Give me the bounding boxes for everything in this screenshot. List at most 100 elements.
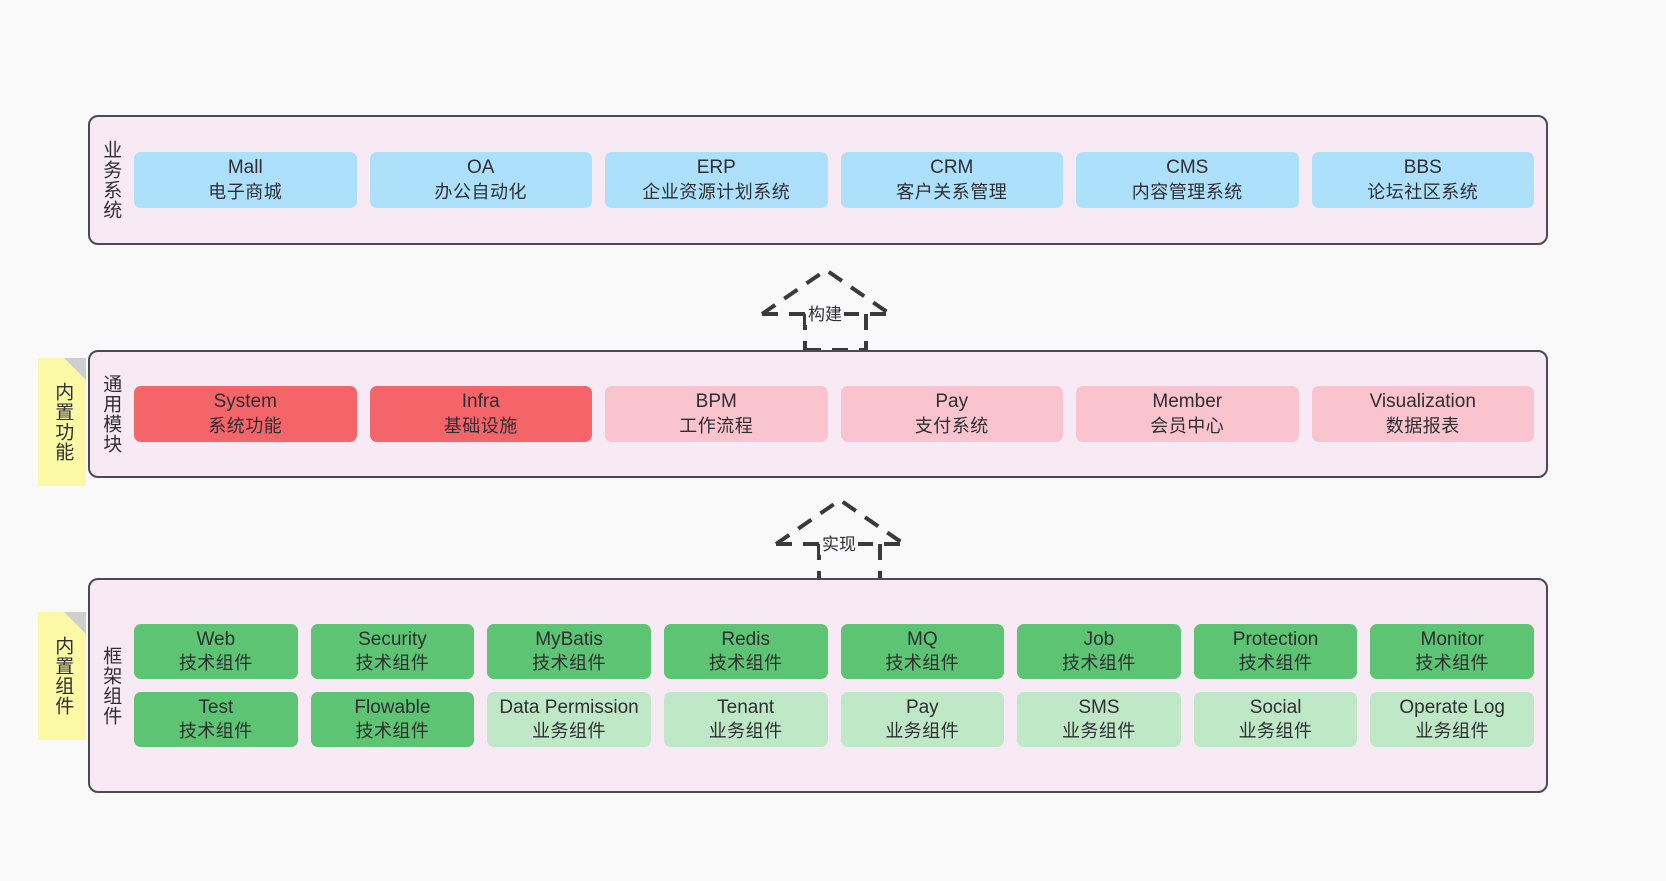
card-data-permission[interactable]: Data Permission 业务组件	[487, 692, 651, 748]
card-mybatis[interactable]: MyBatis 技术组件	[487, 623, 651, 679]
card-test[interactable]: Test 技术组件	[134, 692, 298, 748]
card-subtitle: 支付系统	[914, 415, 989, 436]
card-grid-framework-component: Web 技术组件 Security 技术组件 MyBatis 技术组件 Redi…	[130, 580, 1546, 791]
card-web[interactable]: Web 技术组件	[134, 623, 298, 679]
card-grid-common-module: System 系统功能 Infra 基础设施 BPM 工作流程 Pay 支付系统…	[130, 352, 1546, 476]
card-subtitle: 技术组件	[178, 652, 253, 673]
sticky-note-label: 内置组件	[52, 636, 74, 716]
card-crm[interactable]: CRM 客户关系管理	[840, 152, 1063, 208]
card-subtitle: 基础设施	[443, 415, 518, 436]
card-subtitle: 工作流程	[679, 415, 754, 436]
card-title: ERP	[696, 157, 736, 179]
card-title: Redis	[721, 628, 770, 650]
card-redis[interactable]: Redis 技术组件	[663, 623, 828, 679]
card-bpm[interactable]: BPM 工作流程	[605, 386, 828, 442]
card-security[interactable]: Security 技术组件	[310, 623, 475, 679]
card-subtitle: 技术组件	[1238, 652, 1313, 673]
card-sms[interactable]: SMS 业务组件	[1017, 692, 1181, 748]
card-title: CMS	[1166, 157, 1209, 179]
card-subtitle: 电子商城	[208, 181, 283, 202]
card-title: Monitor	[1420, 628, 1484, 650]
card-protection[interactable]: Protection 技术组件	[1193, 623, 1358, 679]
card-pay-component[interactable]: Pay 业务组件	[840, 692, 1005, 748]
card-job[interactable]: Job 技术组件	[1017, 623, 1181, 679]
card-title: Job	[1083, 628, 1115, 650]
card-monitor[interactable]: Monitor 技术组件	[1370, 623, 1534, 679]
card-title: System	[213, 391, 277, 413]
folded-corner-icon	[64, 358, 86, 380]
card-social[interactable]: Social 业务组件	[1193, 692, 1358, 748]
connector-label-build: 构建	[806, 300, 844, 325]
card-subtitle: 业务组件	[708, 721, 783, 742]
card-title: OA	[467, 157, 495, 179]
card-subtitle: 业务组件	[1415, 721, 1490, 742]
card-bbs[interactable]: BBS 论坛社区系统	[1311, 152, 1534, 208]
sticky-note-label: 内置功能	[52, 382, 74, 462]
layer-business-system: 业务系统 Mall 电子商城 OA 办公自动化 ERP 企业资源计划系统 CRM…	[88, 115, 1548, 245]
card-row: System 系统功能 Infra 基础设施 BPM 工作流程 Pay 支付系统…	[134, 386, 1534, 442]
layer-title-business-system: 业务系统	[100, 140, 122, 220]
card-cms[interactable]: CMS 内容管理系统	[1076, 152, 1299, 208]
card-title: Tenant	[717, 697, 775, 718]
card-subtitle: 会员中心	[1150, 415, 1225, 436]
card-title: Protection	[1232, 628, 1319, 650]
card-infra[interactable]: Infra 基础设施	[369, 386, 592, 442]
card-title: Member	[1152, 391, 1223, 413]
card-operate-log[interactable]: Operate Log 业务组件	[1370, 692, 1534, 748]
card-title: MQ	[907, 628, 938, 650]
card-tenant[interactable]: Tenant 业务组件	[663, 692, 828, 748]
card-subtitle: 内容管理系统	[1131, 181, 1243, 202]
card-subtitle: 技术组件	[885, 652, 960, 673]
card-title: Test	[198, 697, 234, 718]
card-title: Pay	[935, 391, 969, 413]
card-subtitle: 业务组件	[1061, 721, 1136, 742]
card-subtitle: 技术组件	[1061, 652, 1136, 673]
layer-framework-component: 框架组件 Web 技术组件 Security 技术组件 MyBatis 技术组件…	[88, 578, 1548, 793]
layer-title-common-module: 通用模块	[100, 374, 122, 454]
card-subtitle: 系统功能	[208, 415, 283, 436]
card-title: CRM	[930, 157, 974, 179]
layer-title-framework-component: 框架组件	[100, 645, 122, 726]
card-visualization[interactable]: Visualization 数据报表	[1311, 386, 1534, 442]
card-member[interactable]: Member 会员中心	[1076, 386, 1299, 442]
card-subtitle: 技术组件	[178, 721, 253, 742]
card-subtitle: 数据报表	[1385, 415, 1460, 436]
card-title: Web	[196, 628, 236, 650]
card-pay[interactable]: Pay 支付系统	[840, 386, 1063, 442]
card-system[interactable]: System 系统功能	[134, 386, 357, 442]
card-title: SMS	[1078, 697, 1120, 718]
connector-build: 构建	[756, 262, 906, 352]
sticky-note-builtin-component: 内置组件	[38, 612, 86, 740]
card-title: Infra	[461, 391, 500, 413]
card-mall[interactable]: Mall 电子商城	[134, 152, 357, 208]
card-oa[interactable]: OA 办公自动化	[369, 152, 592, 208]
card-mq[interactable]: MQ 技术组件	[840, 623, 1005, 679]
card-subtitle: 企业资源计划系统	[642, 181, 791, 202]
card-subtitle: 业务组件	[532, 721, 607, 742]
card-title: Pay	[905, 697, 939, 718]
card-subtitle: 论坛社区系统	[1367, 181, 1479, 202]
folded-corner-icon	[64, 612, 86, 634]
card-title: Security	[358, 628, 427, 650]
card-subtitle: 业务组件	[1238, 721, 1313, 742]
card-erp[interactable]: ERP 企业资源计划系统	[605, 152, 828, 208]
card-subtitle: 办公自动化	[434, 181, 527, 202]
card-subtitle: 技术组件	[532, 652, 607, 673]
card-grid-business-system: Mall 电子商城 OA 办公自动化 ERP 企业资源计划系统 CRM 客户关系…	[130, 117, 1546, 243]
card-flowable[interactable]: Flowable 技术组件	[310, 692, 475, 748]
card-subtitle: 技术组件	[355, 721, 430, 742]
card-title: Visualization	[1369, 391, 1476, 413]
card-subtitle: 业务组件	[885, 721, 960, 742]
card-title: Operate Log	[1399, 697, 1505, 718]
card-title: BPM	[695, 391, 737, 413]
card-row: Mall 电子商城 OA 办公自动化 ERP 企业资源计划系统 CRM 客户关系…	[134, 152, 1534, 208]
card-row: Web 技术组件 Security 技术组件 MyBatis 技术组件 Redi…	[134, 623, 1534, 679]
card-title: Mall	[227, 157, 263, 179]
connector-realize: 实现	[770, 492, 920, 582]
card-title: Flowable	[354, 697, 431, 718]
card-subtitle: 技术组件	[355, 652, 430, 673]
card-title: MyBatis	[535, 628, 603, 650]
card-subtitle: 技术组件	[1415, 652, 1490, 673]
card-title: Social	[1249, 697, 1302, 718]
card-title: Data Permission	[499, 697, 639, 718]
